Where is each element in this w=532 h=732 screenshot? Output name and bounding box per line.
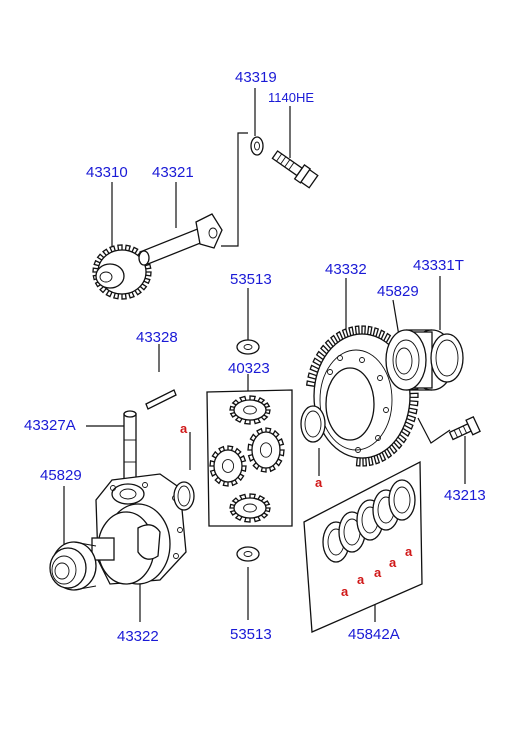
- part-label-43327a[interactable]: 43327A: [24, 417, 76, 434]
- part-label-43213[interactable]: 43213: [444, 487, 486, 504]
- gear-tooth: [305, 380, 316, 388]
- gear-tooth: [354, 325, 360, 336]
- bearing-45829-left: [49, 541, 97, 591]
- part-label-43328[interactable]: 43328: [136, 329, 178, 346]
- part-label-53513-bottom[interactable]: 53513: [230, 626, 272, 643]
- part-label-43322[interactable]: 43322: [117, 628, 159, 645]
- gear-tooth: [408, 400, 419, 407]
- part-label-40323[interactable]: 40323: [228, 360, 270, 377]
- ref-mark-shim-4: a: [389, 555, 397, 570]
- ref-mark-shim-1: a: [341, 584, 349, 599]
- gear-tooth: [362, 457, 368, 467]
- pinion-gear-bore: [259, 442, 273, 458]
- pinion-gear: [233, 497, 267, 519]
- gear-tooth: [367, 456, 374, 467]
- bolt-1140he: [271, 150, 319, 189]
- ref-mark-shim-5: a: [405, 544, 413, 559]
- pinion-gear: [233, 399, 267, 421]
- washer-53513-top: [236, 339, 260, 355]
- differential-case-43322: [91, 473, 187, 585]
- gear-tooth: [407, 407, 418, 415]
- part-label-45829-right[interactable]: 45829: [377, 283, 419, 300]
- part-label-43321[interactable]: 43321: [152, 164, 194, 181]
- shim-bore: [393, 486, 411, 514]
- ref-mark-shim-2: a: [357, 572, 365, 587]
- gear-tooth: [366, 325, 373, 336]
- shim-ring-case: [173, 481, 195, 511]
- pinion-gear-bore: [243, 405, 257, 415]
- washer-53513-bottom: [236, 546, 260, 562]
- part-label-53513-top[interactable]: 53513: [230, 271, 272, 288]
- gear-tooth: [355, 456, 361, 467]
- seal-ring-43331t: [430, 333, 464, 383]
- shaft-43321: [138, 213, 223, 266]
- pinion-gear-set-40323: [206, 389, 293, 527]
- ref-mark-case-ring: a: [180, 421, 188, 436]
- gear-43310: [92, 244, 152, 300]
- ref-mark-shim-3: a: [374, 565, 382, 580]
- part-label-43332[interactable]: 43332: [325, 261, 367, 278]
- part-label-45829-left[interactable]: 45829: [40, 467, 82, 484]
- pinion-gear-bore: [243, 503, 257, 513]
- shaft-43327a: [123, 410, 137, 495]
- pinion-gear-bore: [221, 459, 235, 473]
- part-label-45842a[interactable]: 45842A: [348, 626, 400, 643]
- gear-tooth: [409, 392, 419, 399]
- shim: [388, 479, 416, 521]
- shim-set-45842a: [303, 460, 423, 633]
- shim-ring-gear: [300, 405, 326, 443]
- part-label-43310[interactable]: 43310: [86, 164, 128, 181]
- pinion-gear: [251, 431, 281, 469]
- pinion-gear: [213, 449, 243, 483]
- part-label-43319[interactable]: 43319: [235, 69, 277, 86]
- part-label-1140he[interactable]: 1140HE: [268, 90, 315, 105]
- washer-43319: [250, 136, 264, 156]
- pin-43328: [145, 389, 177, 410]
- ref-mark-gear-ring: a: [315, 475, 323, 490]
- bolt-43213: [448, 415, 481, 441]
- gear-tooth: [361, 325, 366, 335]
- part-label-43331t[interactable]: 43331T: [413, 257, 464, 274]
